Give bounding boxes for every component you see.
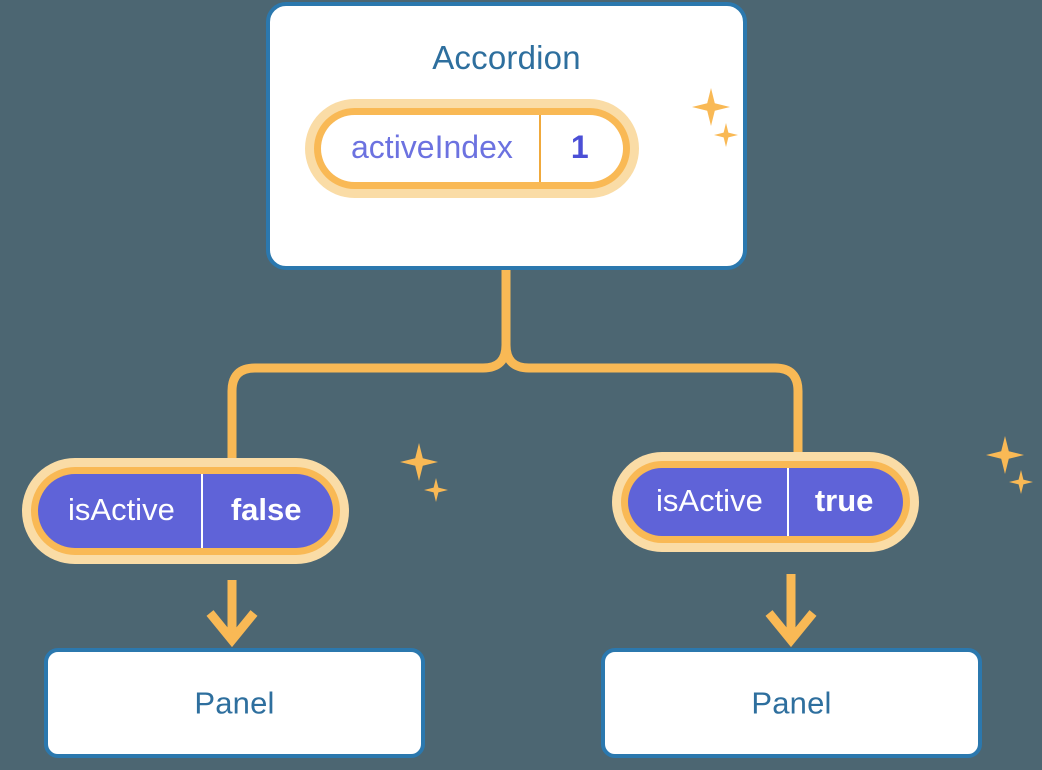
sparkle-icon bbox=[986, 436, 1024, 474]
prop-key-label: isActive bbox=[628, 468, 789, 536]
state-key-label: activeIndex bbox=[321, 115, 541, 182]
panel-title: Panel bbox=[194, 685, 275, 721]
panel-title: Panel bbox=[751, 685, 832, 721]
prop-pill-left: isActive false bbox=[22, 458, 350, 564]
prop-key-label: isActive bbox=[38, 474, 203, 548]
sparkle-icon bbox=[424, 478, 448, 502]
state-value-label: 1 bbox=[570, 129, 589, 165]
active-index-state-pill[interactable]: activeIndex 1 bbox=[305, 99, 639, 198]
arrow-right bbox=[765, 574, 817, 648]
state-pill-hook: activeIndex 1 bbox=[305, 99, 639, 198]
is-active-false-prop-pill[interactable]: isActive false bbox=[22, 458, 350, 564]
panel-card-left[interactable]: Panel bbox=[44, 648, 425, 758]
panel-card-right[interactable]: Panel bbox=[601, 648, 982, 758]
arrow-left bbox=[206, 580, 258, 648]
sparkle-icon bbox=[1009, 470, 1033, 494]
prop-pill-right: isActive true bbox=[612, 452, 920, 552]
is-active-true-prop-pill[interactable]: isActive true bbox=[612, 452, 920, 552]
prop-pill-ring: isActive true bbox=[621, 461, 911, 543]
sparkle-icon bbox=[400, 443, 438, 481]
state-pill-body: activeIndex 1 bbox=[321, 115, 623, 182]
page-title: Accordion bbox=[432, 39, 581, 76]
state-pill-ring: activeIndex 1 bbox=[314, 108, 630, 189]
prop-pill-ring: isActive false bbox=[31, 467, 341, 555]
branch-connector bbox=[227, 265, 803, 463]
prop-pill-body: isActive true bbox=[628, 468, 904, 536]
prop-pill-body: isActive false bbox=[38, 474, 334, 548]
prop-value-label: false bbox=[230, 492, 302, 527]
prop-value-label: true bbox=[814, 483, 874, 518]
